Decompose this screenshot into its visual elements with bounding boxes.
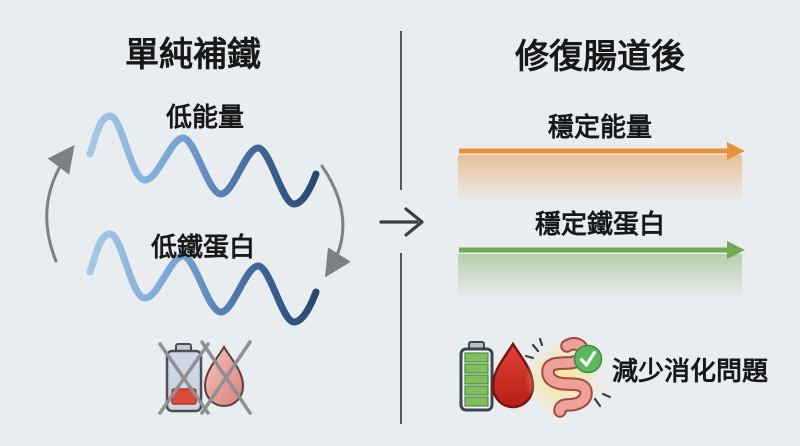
check-circle-icon (573, 344, 603, 374)
low-energy-label: 低能量 (165, 103, 245, 133)
sparkle-icon (524, 337, 612, 408)
energy-wave (86, 112, 320, 208)
cycle-arrow-right (320, 164, 351, 278)
cycle-arrow-left (45, 144, 75, 263)
low-ferritin-label: 低鐵蛋白 (150, 233, 256, 263)
cross-out-x-icon (158, 340, 252, 415)
full-battery-icon (459, 341, 494, 412)
stable-energy-label: 穩定能量 (547, 113, 653, 143)
energy-arrow (458, 142, 745, 203)
ferritin-arrow (458, 241, 745, 300)
stable-ferritin-label: 穩定鐵蛋白 (534, 210, 666, 240)
right-arrow-icon (379, 207, 424, 237)
digestion-caption: 減少消化問題 (612, 357, 769, 387)
ferritin-wave (86, 230, 320, 326)
left-panel-title: 單純補鐵 (125, 35, 261, 75)
right-panel-title: 修復腸道後 (515, 37, 685, 77)
